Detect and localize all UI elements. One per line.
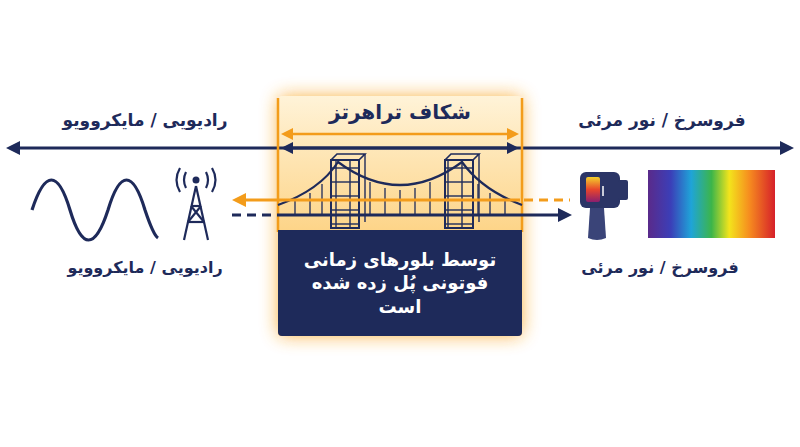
band-label: فروسرخ / نور مرئی: [581, 258, 738, 277]
band-label: رادیویی / مایکروویو: [63, 110, 228, 130]
band-label: فروسرخ / نور مرئی: [578, 110, 745, 130]
gap-panel: شکاف تراهرتز توسط بلورهای زمانی فوتونی پُ…: [278, 96, 522, 336]
band-label: رادیویی / مایکروویو: [67, 258, 222, 277]
bridge-box: توسط بلورهای زمانی فوتونی پُل زده شده اس…: [278, 230, 522, 336]
gap-title: شکاف تراهرتز: [278, 96, 522, 124]
bridge-text: توسط بلورهای زمانی فوتونی پُل زده شده اس…: [292, 248, 508, 318]
